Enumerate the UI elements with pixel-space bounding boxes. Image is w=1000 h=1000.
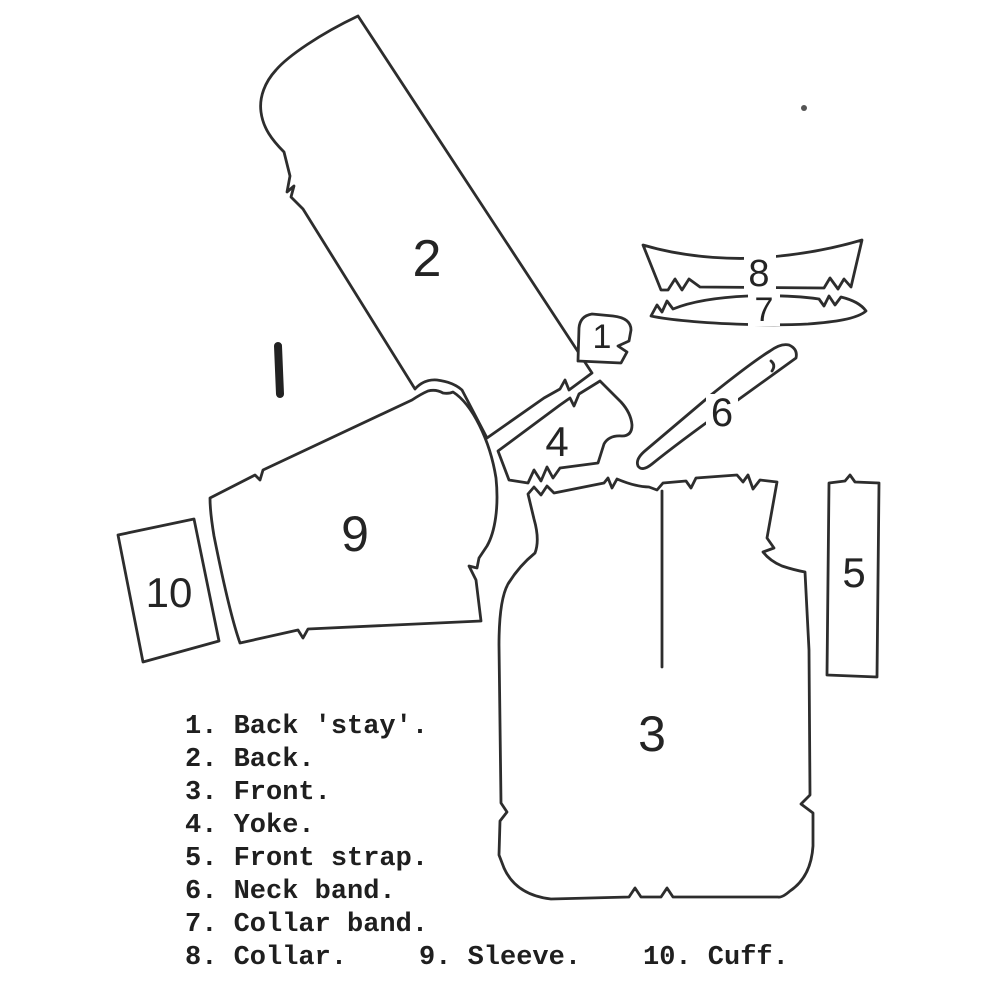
piece-cuff-label: 10 xyxy=(146,569,193,616)
legend-item-front-strap: 5. Front strap. xyxy=(185,844,429,874)
neck-band-label-backing xyxy=(706,394,738,432)
ink-dot xyxy=(801,105,807,111)
grain-line-mark xyxy=(274,342,284,398)
legend-item-back: 2. Back. xyxy=(185,745,315,775)
legend-item-back-stay: 1. Back 'stay'. xyxy=(185,712,429,742)
piece-front-outline xyxy=(497,473,815,901)
collar-band-label-backing xyxy=(748,294,780,326)
piece-back-label: 2 xyxy=(413,230,442,288)
piece-front-label: 3 xyxy=(638,706,666,762)
piece-front-strap-label: 5 xyxy=(842,549,865,596)
legend-item-yoke: 4. Yoke. xyxy=(185,811,315,841)
legend-item-cuff: 10. Cuff. xyxy=(643,943,789,973)
collar-label-backing xyxy=(744,252,776,292)
legend-item-collar-band: 7. Collar band. xyxy=(185,910,429,940)
piece-yoke-label: 4 xyxy=(545,418,568,465)
neck-band-notch-mark xyxy=(769,359,776,373)
piece-cuff-outline xyxy=(116,517,221,664)
legend-item-front: 3. Front. xyxy=(185,778,331,808)
legend-item-neck-band: 6. Neck band. xyxy=(185,877,396,907)
legend-item-sleeve: 9. Sleeve. xyxy=(419,943,582,973)
piece-yoke-outline xyxy=(496,379,634,485)
piece-back-stay-outline xyxy=(576,312,633,365)
piece-sleeve-label: 9 xyxy=(341,506,369,562)
piece-front-strap-outline xyxy=(825,473,881,679)
piece-back-outline xyxy=(259,14,594,440)
piece-collar-label: 8 xyxy=(748,253,769,295)
piece-neck-band-label: 6 xyxy=(711,391,733,435)
piece-sleeve-outline xyxy=(208,388,499,645)
legend-item-collar: 8. Collar. xyxy=(185,943,348,973)
piece-back-stay-label: 1 xyxy=(593,318,612,356)
piece-collar-band-label: 7 xyxy=(755,291,774,329)
